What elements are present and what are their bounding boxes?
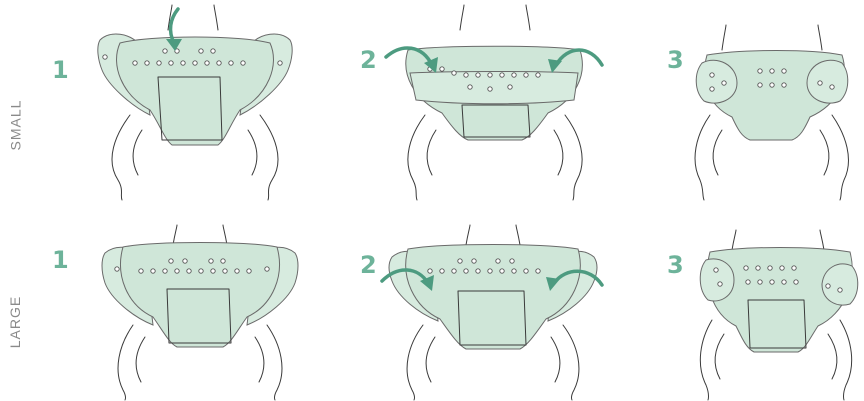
- illustration-small-step3: [682, 25, 862, 200]
- diaper-body: [406, 245, 580, 350]
- row-label-large-text: LARGE: [7, 296, 23, 348]
- diaper-body: [117, 37, 274, 145]
- diaper-body: [121, 243, 280, 348]
- illustration-small-step1: [90, 5, 300, 200]
- step-number-large-2: 2: [360, 251, 377, 279]
- row-label-large: LARGE: [2, 262, 28, 382]
- illustration-large-step1: [95, 225, 305, 400]
- illustration-large-step2: [378, 225, 608, 400]
- illustration-small-step2: [380, 5, 610, 200]
- illustration-large-step3: [690, 230, 862, 400]
- row-label-small: SMALL: [2, 65, 28, 185]
- step-number-small-2: 2: [360, 46, 377, 74]
- step-number-small-1: 1: [52, 56, 69, 84]
- row-label-small-text: SMALL: [7, 100, 23, 151]
- step-number-large-3: 3: [667, 251, 684, 279]
- diaper-fold-band: [410, 72, 578, 104]
- step-number-large-1: 1: [52, 246, 69, 274]
- diaper-tab-left: [700, 259, 734, 301]
